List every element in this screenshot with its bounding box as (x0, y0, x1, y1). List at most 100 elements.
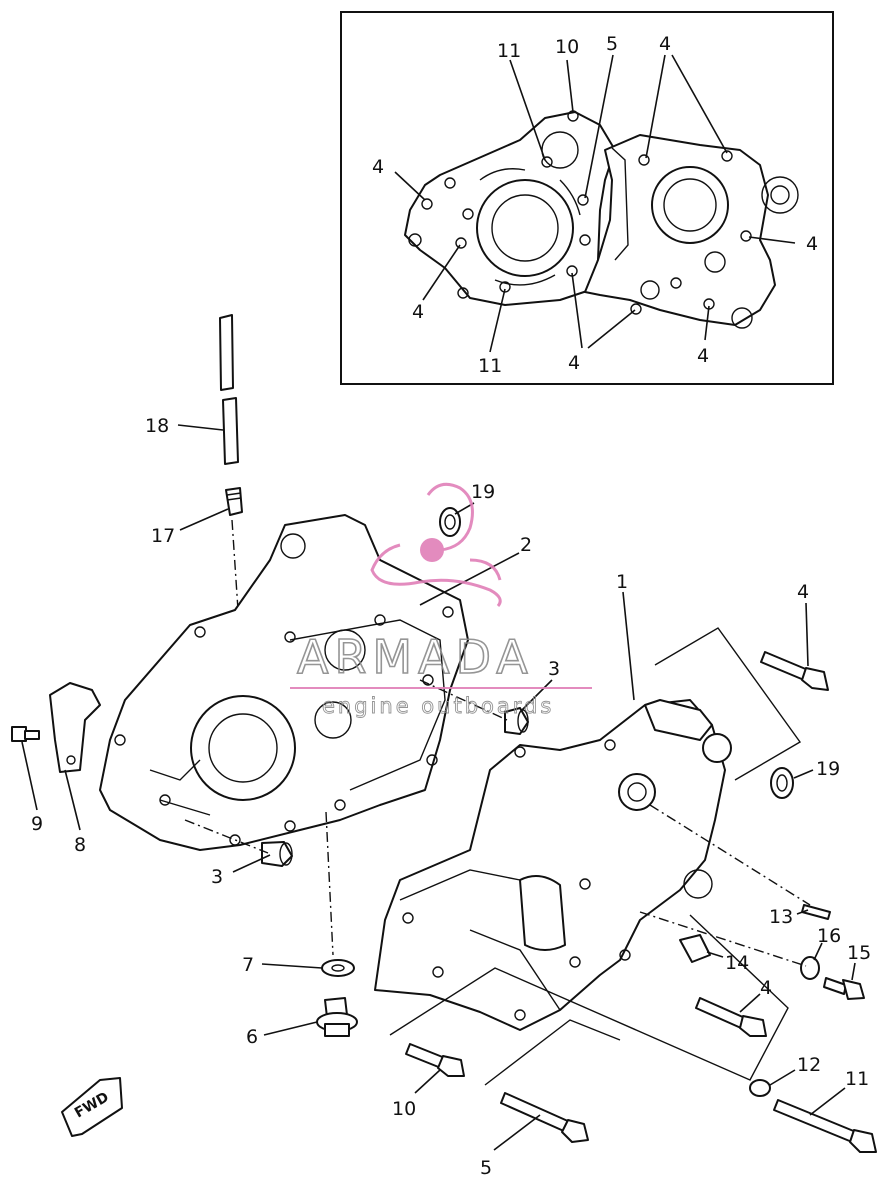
part-7-washer (321, 959, 355, 977)
callout-label: 5 (480, 1157, 492, 1179)
bolt-hole (114, 734, 126, 746)
inset-detail: 11 10 5 4 4 4 4 4 11 4 (340, 11, 834, 385)
forward-direction-arrow: FWD (61, 1077, 123, 1137)
bolt-hole (442, 606, 454, 618)
right-case-bearing-inner (627, 782, 647, 802)
callout-label: 4 (412, 301, 424, 323)
inset-hole (740, 230, 752, 242)
inset-left-bearing-inner (491, 194, 559, 262)
part-12-washer (749, 1079, 771, 1097)
part-17-plug (225, 487, 243, 516)
leader (671, 54, 728, 154)
leader (813, 942, 823, 961)
callout-label: 11 (478, 355, 502, 377)
callout-label: 5 (606, 33, 618, 55)
callout-label: 17 (151, 525, 175, 547)
bolt-hole (514, 746, 526, 758)
callout-label: 10 (392, 1098, 416, 1120)
inset-leaders (394, 54, 796, 353)
bolt-hole (514, 1009, 526, 1021)
part-16-washer (800, 956, 820, 980)
bolt-hole (579, 878, 591, 890)
bracket-hole (66, 755, 76, 765)
seal-outer (770, 767, 794, 799)
bolt-hole (194, 626, 206, 638)
left-case-port (324, 629, 366, 671)
dowel-body (261, 841, 293, 867)
callout-label: 3 (548, 658, 560, 680)
right-case-bearing (618, 773, 656, 811)
leader (414, 1069, 441, 1094)
inset-hole (462, 208, 474, 220)
plug-hex (324, 1023, 350, 1037)
armada-watermark: ARMADA engine outboards (290, 482, 592, 718)
callout-leaders (21, 424, 856, 1151)
inset-frame (340, 11, 834, 385)
callout-label: 16 (817, 925, 841, 947)
inset-hole (579, 234, 591, 246)
leader (796, 909, 809, 915)
pin-lower (222, 397, 239, 465)
seal-inner (444, 514, 456, 530)
inset-right-hole (731, 307, 753, 329)
leader (177, 424, 224, 431)
bolt-hole (159, 794, 171, 806)
part-11-bolt (773, 1099, 877, 1153)
leader (769, 1069, 796, 1086)
leader (179, 508, 229, 531)
part-18-pin (219, 314, 239, 465)
bolt-hole (432, 966, 444, 978)
leader (509, 59, 546, 161)
callout-label: 4 (697, 345, 709, 367)
inset-right-hole (640, 280, 660, 300)
callout-label: 19 (471, 481, 495, 503)
washer-inner (331, 964, 345, 972)
seal-outer (439, 507, 461, 537)
leader (704, 305, 710, 341)
dowel-body (504, 707, 529, 735)
part-19-seal-right (770, 767, 794, 799)
right-case-main-bore (519, 875, 566, 951)
bolt-head (842, 979, 865, 1000)
seal-inner (776, 774, 788, 792)
bolt-hole (334, 799, 346, 811)
bolt-head (437, 1055, 465, 1077)
inset-right-boss-inner (770, 185, 790, 205)
leader (805, 602, 809, 667)
bolt-hole (229, 834, 241, 846)
assembly-axis (649, 804, 811, 906)
inset-right-boss (761, 176, 799, 214)
leader (521, 679, 553, 711)
bolt-hole (422, 674, 434, 686)
leader (419, 552, 520, 606)
inset-hole (577, 194, 589, 206)
leader (493, 1114, 541, 1151)
bolt-hole (426, 754, 438, 766)
bolt-hole (402, 912, 414, 924)
armada-logo-icon (370, 482, 502, 607)
callout-label: 3 (211, 866, 223, 888)
callout-label: 4 (797, 581, 809, 603)
callout-label: 6 (246, 1026, 258, 1048)
callout-label: 7 (242, 954, 254, 976)
part-4-bolt-top (760, 651, 829, 691)
inset-left-bearing (476, 179, 574, 277)
leader (645, 54, 666, 159)
inset-left-ribs (479, 168, 581, 216)
leader (584, 54, 614, 199)
callout-label: 4 (372, 156, 384, 178)
leader (64, 769, 81, 831)
dowel-end (279, 842, 293, 866)
leader (263, 1021, 318, 1036)
watermark-tagline: engine outboards (322, 694, 554, 718)
inset-left-rib-lower (494, 274, 556, 286)
part-4-bolt-lower (695, 997, 767, 1037)
assembly-axis (639, 911, 807, 967)
leader (748, 236, 796, 244)
left-case-main-bearing (190, 695, 296, 801)
right-case-boss-lower (683, 869, 713, 899)
bolt-shank (500, 1092, 571, 1133)
inset-hole (408, 233, 422, 247)
callout-label: 4 (568, 352, 580, 374)
